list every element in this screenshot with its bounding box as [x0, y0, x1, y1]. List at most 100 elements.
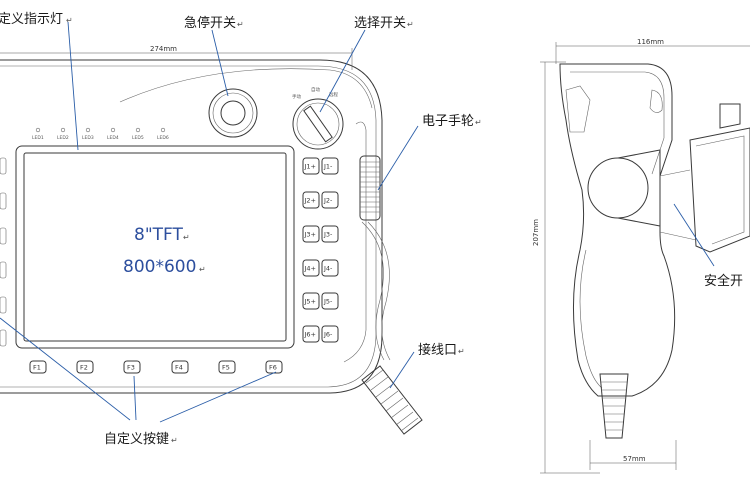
function-key-label: F2 [80, 364, 88, 372]
function-keys: F1 F2 F3 F4 F5 F6 [29, 360, 283, 374]
jog-row-2: J2+ J2- [302, 191, 339, 209]
left-key[interactable] [0, 157, 7, 175]
side-view: 116mm 207mm 57mm [532, 38, 750, 474]
function-key-label: F5 [222, 364, 230, 372]
return-mark: ↵ [183, 233, 190, 242]
jog-key-j2-plus[interactable] [302, 191, 320, 209]
jog-key-j4-minus[interactable] [321, 259, 339, 277]
jog-key-j6-plus[interactable] [302, 325, 320, 343]
function-key-label: F1 [33, 364, 41, 372]
side-width-dim: 116mm [637, 38, 664, 46]
connector-ribs [365, 369, 419, 432]
jog-row-3: J3+ J3- [302, 225, 339, 243]
return-mark: ↵ [458, 347, 465, 356]
bottom-dim: 57mm [623, 455, 646, 463]
led-label-1: LED1 [32, 135, 44, 141]
leader-connector [389, 351, 415, 389]
selector-mark-2: 自动 [311, 86, 320, 93]
housing-inner [0, 65, 377, 388]
top-arc [119, 68, 373, 109]
jog-key-label: J4- [323, 265, 333, 273]
jog-key-j3-plus[interactable] [302, 225, 320, 243]
leader-custom-keys [133, 375, 137, 421]
led-label-3: LED3 [82, 135, 94, 141]
leader-led-indicator [67, 21, 79, 151]
jog-key-j2-minus[interactable] [321, 191, 339, 209]
estop-ring-inner [212, 92, 254, 134]
function-key-f4[interactable] [171, 360, 189, 374]
left-key[interactable] [0, 227, 7, 245]
jog-key-label: J1- [323, 163, 333, 171]
label-estop: 急停开关 [184, 15, 236, 31]
jog-key-j6-minus[interactable] [321, 325, 339, 343]
side-top-bump [565, 85, 591, 133]
jog-key-label: J6+ [304, 331, 317, 339]
jog-key-j1-minus[interactable] [321, 157, 339, 175]
jog-key-j5-minus[interactable] [321, 292, 339, 310]
led-dot-6 [160, 127, 166, 133]
housing-outline [0, 59, 383, 394]
electronic-handwheel[interactable] [359, 155, 381, 221]
jog-row-1: J1+ J1- [302, 157, 339, 175]
side-estop-circle [587, 157, 649, 219]
function-key-f2[interactable] [76, 360, 94, 374]
side-top-bump [649, 89, 663, 113]
estop-cap [220, 100, 246, 126]
jog-row-6: J6+ J6- [302, 325, 339, 343]
jog-row-5: J5+ J5- [302, 292, 339, 310]
jog-key-label: J5- [323, 298, 333, 306]
return-mark: ↵ [237, 20, 244, 29]
jog-key-label: J5+ [304, 298, 317, 306]
jog-key-label: J1+ [304, 163, 317, 171]
led-label-6: LED6 [157, 135, 169, 141]
back-plate-inner [695, 135, 745, 245]
connector-body [361, 365, 423, 435]
side-body-inner [570, 71, 665, 175]
cable-connector [361, 365, 423, 435]
left-key[interactable] [0, 329, 7, 347]
label-handwheel: 电子手轮 [422, 114, 474, 129]
left-key[interactable] [0, 192, 7, 210]
return-mark: ↵ [475, 118, 482, 127]
label-led-indicator: 定义指示灯 [0, 12, 63, 27]
selector-knob [303, 105, 333, 143]
side-body-inner [579, 249, 603, 389]
function-key-label: F4 [175, 364, 183, 372]
label-safety-switch: 安全开 [704, 273, 743, 289]
function-key-label: F6 [269, 364, 277, 372]
jog-key-j1-plus[interactable] [302, 157, 320, 175]
function-key-f1[interactable] [29, 360, 47, 374]
selector-ring-inner [296, 102, 340, 146]
led-dot-2 [60, 127, 66, 133]
led-label-4: LED4 [107, 135, 119, 141]
side-link [659, 231, 697, 241]
led-row: LED1 LED2 LED3 LED4 LED5 LED6 [32, 127, 169, 141]
side-estop-body [617, 149, 661, 227]
jog-key-label: J2- [323, 197, 333, 205]
left-key[interactable] [0, 296, 7, 314]
grip-edge [343, 121, 367, 363]
safety-switch[interactable] [719, 103, 741, 129]
jog-key-j3-minus[interactable] [321, 225, 339, 243]
left-key[interactable] [0, 261, 7, 279]
side-cable-connector [599, 373, 629, 439]
jog-key-j4-plus[interactable] [302, 259, 320, 277]
estop-button[interactable] [208, 88, 258, 138]
function-key-f5[interactable] [218, 360, 236, 374]
led-label-2: LED2 [57, 135, 69, 141]
screen-bezel [15, 145, 295, 349]
jog-key-label: J4+ [304, 265, 317, 273]
label-connector: 接线口 [418, 342, 457, 358]
leader-custom-keys [0, 317, 131, 421]
side-connector-body [599, 373, 629, 439]
jog-row-4: J4+ J4- [302, 259, 339, 277]
leader-handwheel [377, 125, 419, 191]
function-key-f3[interactable] [123, 360, 141, 374]
screen-line-2: 800*600 [123, 257, 196, 277]
selector-switch[interactable]: 手动 自动 远程 [292, 86, 344, 150]
back-plate [689, 127, 750, 253]
left-key-column [0, 157, 7, 347]
label-custom-keys: 自定义按键 [104, 432, 169, 447]
jog-key-j5-plus[interactable] [302, 292, 320, 310]
